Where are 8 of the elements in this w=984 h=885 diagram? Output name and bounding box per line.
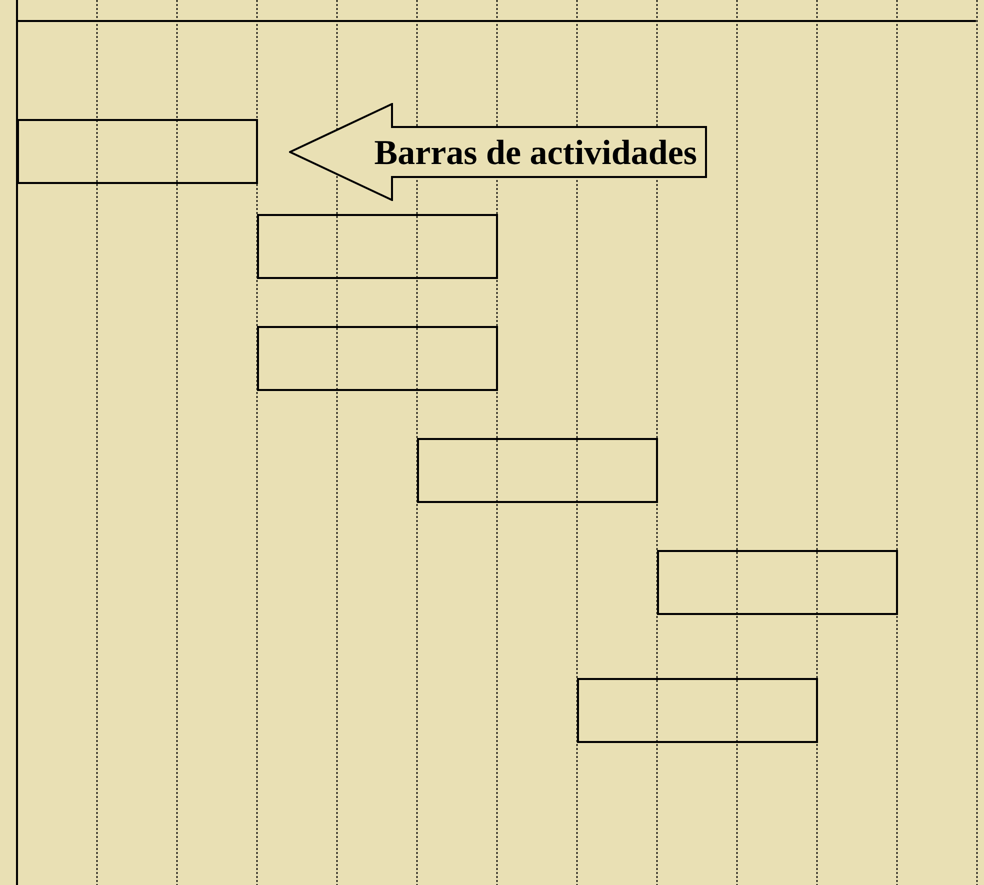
activity-bar — [577, 678, 818, 743]
callout-arrow — [289, 103, 707, 201]
callout-text: Barras de actividades — [374, 134, 697, 170]
activity-bar — [657, 550, 898, 615]
activity-bar — [257, 326, 498, 391]
activity-bar — [417, 438, 658, 503]
activity-bar — [17, 119, 258, 184]
activity-bar — [257, 214, 498, 279]
